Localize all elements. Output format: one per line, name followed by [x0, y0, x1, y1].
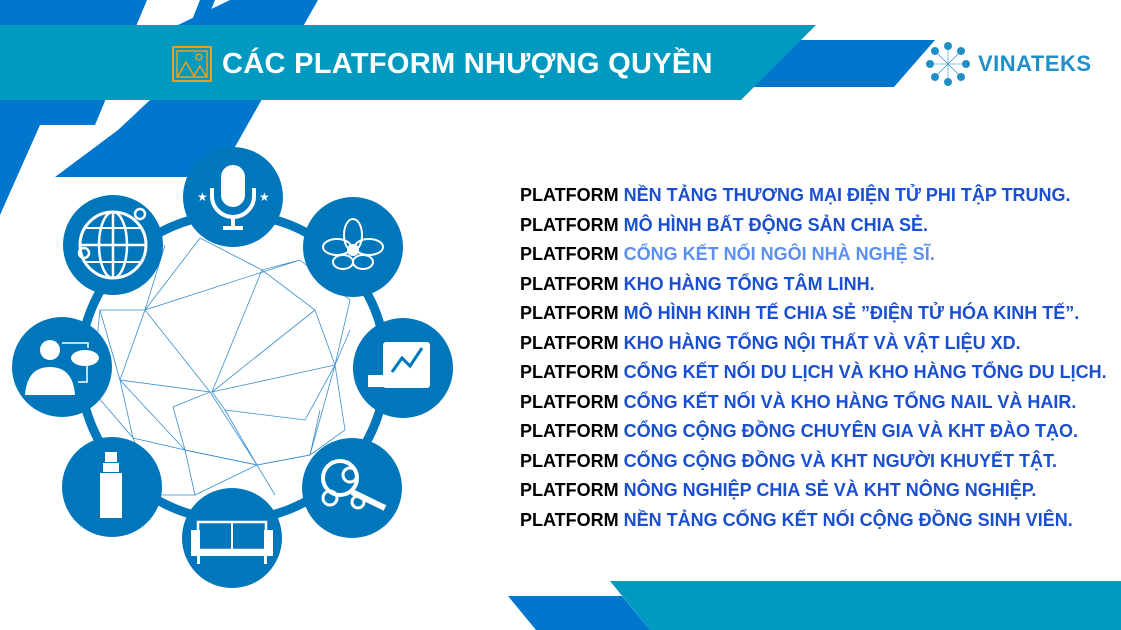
- platform-description: KHO HÀNG TỔNG TÂM LINH.: [623, 273, 875, 294]
- platform-item: PLATFORM NỀN TẢNG THƯƠNG MẠI ĐIỆN TỬ PHI…: [520, 183, 1107, 213]
- platform-item: PLATFORM MÔ HÌNH BẤT ĐỘNG SẢN CHIA SẺ.: [520, 213, 1107, 243]
- platform-prefix: PLATFORM: [520, 421, 619, 441]
- platform-item: PLATFORM CỔNG KẾT NỐI NGÔI NHÀ NGHỆ SĨ.: [520, 242, 1107, 272]
- platform-description: NỀN TẢNG CỔNG KẾT NỐI CỘNG ĐỒNG SINH VIÊ…: [623, 509, 1073, 530]
- platform-diagram: ★★: [12, 147, 453, 588]
- platform-prefix: PLATFORM: [520, 244, 619, 264]
- svg-text:★: ★: [197, 190, 208, 204]
- platform-list: PLATFORM NỀN TẢNG THƯƠNG MẠI ĐIỆN TỬ PHI…: [520, 183, 1107, 537]
- thin-stripe: [190, 0, 215, 25]
- person-cloud-icon: [12, 317, 112, 417]
- platform-prefix: PLATFORM: [520, 480, 619, 500]
- gears-search-icon: [302, 438, 402, 538]
- bottom-teal-band: [610, 581, 1121, 630]
- platform-description: CỔNG KẾT NỐI DU LỊCH VÀ KHO HÀNG TỔNG DU…: [623, 362, 1107, 382]
- platform-prefix: PLATFORM: [520, 273, 619, 294]
- svg-text:★: ★: [259, 190, 270, 204]
- platform-item: PLATFORM KHO HÀNG TỔNG TÂM LINH.: [520, 272, 1107, 302]
- platform-description: MÔ HÌNH KINH TẾ CHIA SẺ ”ĐIỆN TỬ HÓA KIN…: [623, 303, 1080, 323]
- page-title: CÁC PLATFORM NHƯỢNG QUYỀN: [172, 44, 713, 84]
- image-frame-icon: [172, 46, 212, 82]
- title-text: CÁC PLATFORM NHƯỢNG QUYỀN: [222, 47, 713, 80]
- platform-prefix: PLATFORM: [520, 509, 619, 530]
- spray-bottle-icon: [62, 437, 162, 537]
- platform-item: PLATFORM NỀN TẢNG CỔNG KẾT NỐI CỘNG ĐỒNG…: [520, 508, 1107, 538]
- platform-prefix: PLATFORM: [520, 450, 619, 471]
- platform-item: PLATFORM CỔNG CỘNG ĐỒNG CHUYÊN GIA VÀ KH…: [520, 419, 1107, 449]
- platform-description: KHO HÀNG TỔNG NỘI THẤT VÀ VẬT LIỆU XD.: [623, 332, 1021, 353]
- network-ring-icon: [926, 42, 970, 86]
- platform-description: CỔNG KẾT NỐI NGÔI NHÀ NGHỆ SĨ.: [623, 244, 935, 264]
- bottom-blue-band: [508, 596, 650, 630]
- vinateks-logo: VINATEKS: [926, 42, 1092, 86]
- platform-prefix: PLATFORM: [520, 303, 619, 323]
- platform-prefix: PLATFORM: [520, 332, 619, 353]
- platform-description: NÔNG NGHIỆP CHIA SẺ VÀ KHT NÔNG NGHIỆP.: [623, 480, 1037, 500]
- platform-prefix: PLATFORM: [520, 185, 619, 205]
- platform-prefix: PLATFORM: [520, 391, 619, 412]
- platform-description: CỔNG CỘNG ĐỒNG VÀ KHT NGƯỜI KHUYẾT TẬT.: [623, 450, 1057, 471]
- platform-item: PLATFORM KHO HÀNG TỔNG NỘI THẤT VÀ VẬT L…: [520, 331, 1107, 361]
- platform-description: MÔ HÌNH BẤT ĐỘNG SẢN CHIA SẺ.: [623, 214, 929, 235]
- platform-prefix: PLATFORM: [520, 214, 619, 235]
- logo-text: VINATEKS: [978, 51, 1092, 76]
- flower-icon: [303, 197, 403, 297]
- sofa-icon: [182, 488, 282, 588]
- globe-network-icon: [63, 195, 163, 295]
- platform-item: PLATFORM CỔNG KẾT NỐI DU LỊCH VÀ KHO HÀN…: [520, 360, 1107, 390]
- platform-item: PLATFORM NÔNG NGHIỆP CHIA SẺ VÀ KHT NÔNG…: [520, 478, 1107, 508]
- microphone-icon: ★★: [183, 147, 283, 247]
- platform-item: PLATFORM MÔ HÌNH KINH TẾ CHIA SẺ ”ĐIỆN T…: [520, 301, 1107, 331]
- platform-description: NỀN TẢNG THƯƠNG MẠI ĐIỆN TỬ PHI TẬP TRUN…: [623, 185, 1071, 205]
- platform-item: PLATFORM CỔNG CỘNG ĐỒNG VÀ KHT NGƯỜI KHU…: [520, 449, 1107, 479]
- platform-description: CỔNG CỘNG ĐỒNG CHUYÊN GIA VÀ KHT ĐÀO TẠO…: [623, 421, 1079, 441]
- platform-prefix: PLATFORM: [520, 362, 619, 382]
- platform-description: CỔNG KẾT NỐI VÀ KHO HÀNG TỔNG NAIL VÀ HA…: [623, 391, 1077, 412]
- platform-item: PLATFORM CỔNG KẾT NỐI VÀ KHO HÀNG TỔNG N…: [520, 390, 1107, 420]
- chart-board-icon: [353, 318, 453, 418]
